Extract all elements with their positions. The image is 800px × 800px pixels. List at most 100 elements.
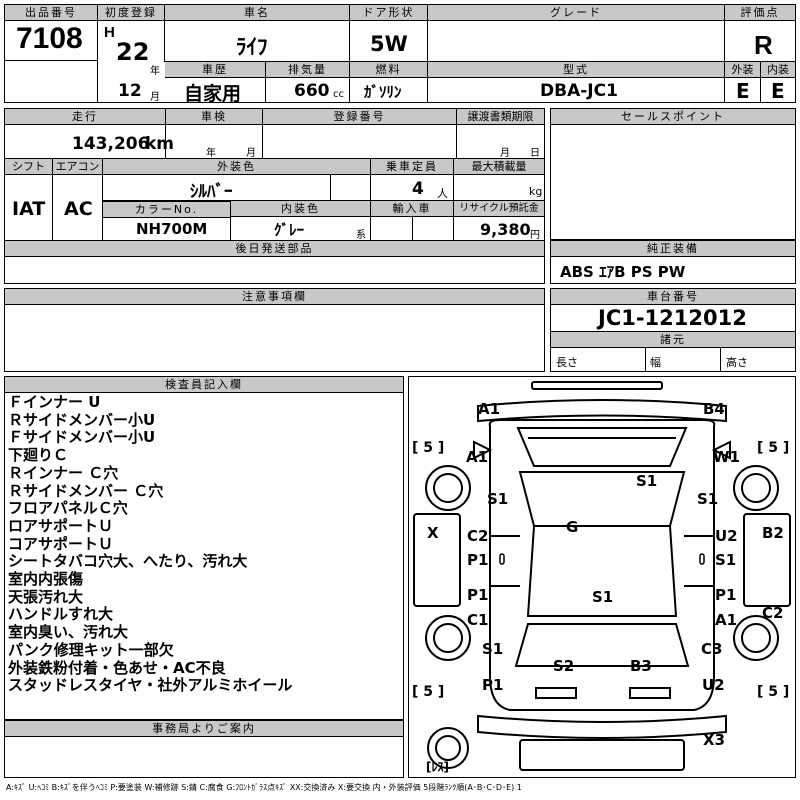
insp-year-unit: 年 [206, 148, 216, 159]
damage-code-s1-right2: S1 [715, 551, 737, 569]
header-specs: 諸元 [551, 332, 795, 348]
tire-rear-left: [ 5 ] [412, 684, 445, 700]
header-seating: 乗車定員 [371, 159, 453, 175]
damage-code-w1-right: W1 [713, 448, 740, 466]
height-label: 高さ [726, 356, 748, 369]
header-inspection: 車検 [166, 109, 262, 125]
inspector-note: Ｆインナー U [8, 393, 101, 411]
recycle-value: 9,380 [480, 220, 531, 239]
damage-code-s2-bottom: S2 [553, 657, 575, 675]
genuine-equipment-value: ABS ｴｱB PS PW [560, 263, 686, 281]
header-grade: グレード [428, 5, 724, 21]
year-unit: 年 [150, 66, 160, 77]
header-car-name: 車名 [165, 5, 349, 21]
car-name: ﾗｲﾌ [236, 35, 268, 59]
damage-code-a1-left: A1 [466, 448, 489, 466]
damage-code-x-left: X [427, 524, 439, 542]
inspector-note: Ｆサイドメンバー小U [8, 428, 156, 447]
shift-value: IAT [12, 198, 46, 220]
header-door: ドア形状 [350, 5, 427, 21]
damage-code-b3-bottom: B3 [630, 657, 652, 675]
insp-month-unit: 月 [246, 148, 256, 159]
sales-point-box [550, 108, 796, 240]
month-unit: 月 [150, 92, 160, 103]
header-inspector: 検査員記入欄 [5, 377, 403, 393]
damage-code-a1-top: A1 [478, 400, 501, 418]
damage-code-p1-right: P1 [715, 586, 737, 604]
width-label: 幅 [650, 356, 661, 369]
era-letter: H [104, 24, 115, 41]
legend-text: A:ｷｽﾞ U:ﾍｺﾐ B:ｷｽﾞを伴うﾍｺﾐ P:要塗装 W:補修跡 S:錆 … [6, 783, 522, 792]
inspector-box [4, 376, 404, 720]
header-recycle: リサイクル預託金 [454, 201, 544, 217]
color-no-value: NH700M [136, 220, 208, 238]
header-mileage: 走行 [5, 109, 165, 125]
damage-code-p1-bottom: P1 [482, 676, 504, 694]
inspector-note: シートタバコ穴大、へたり、汚れ大 [8, 552, 248, 571]
header-int-color: 内装色 [231, 201, 370, 217]
damage-code-g-center: G [566, 518, 579, 536]
max-load-unit: kg [529, 185, 543, 198]
tire-front-left: [ 5 ] [412, 440, 445, 456]
damage-code-a1-right: A1 [715, 611, 738, 629]
header-ac: エアコン [53, 159, 102, 175]
inspector-note: Ｒインナー Ｃ穴 [8, 463, 119, 482]
header-interior: 内装 [761, 62, 795, 78]
inspector-note: Ｒサイドメンバー Ｃ穴 [8, 481, 164, 500]
header-exterior: 外装 [725, 62, 760, 78]
fuel-type: ｶﾞｿﾘﾝ [364, 83, 402, 101]
seating-value: 4 [412, 179, 424, 199]
inspector-note: パンク修理キット一部欠 [8, 640, 174, 659]
int-color-value: ｸﾞﾚｰ [274, 221, 305, 239]
inspector-note: フロアパネルＣ穴 [8, 499, 128, 518]
length-label: 長さ [556, 356, 578, 369]
damage-code-s1-center: S1 [636, 472, 658, 490]
inspector-note: ロアサポートＵ [8, 516, 114, 535]
header-notes: 注意事項欄 [5, 289, 544, 305]
damage-code-c2-left: C2 [467, 527, 489, 545]
header-later-parts: 後日発送部品 [5, 241, 544, 257]
inspector-note: 天張汚れ大 [8, 587, 84, 606]
damage-code-s1-left3: S1 [482, 640, 504, 658]
interior-score: E [771, 79, 785, 103]
cc-unit: cc [333, 89, 344, 100]
header-lot-no: 出品番号 [5, 5, 97, 21]
inspector-note: ハンドルすれ大 [8, 605, 114, 624]
seating-unit: 人 [437, 187, 448, 200]
exterior-score: E [736, 79, 750, 103]
damage-code-s1-mid: S1 [592, 588, 614, 606]
header-ext-color: 外装色 [103, 159, 370, 175]
displacement-value: 660 [294, 81, 330, 101]
inspector-note: 下廻りＣ [8, 446, 69, 465]
spare-tire: [ﾚｽ] [426, 760, 449, 774]
header-transfer-deadline: 譲渡書類期限 [457, 109, 544, 125]
overall-score: R [754, 30, 773, 60]
inspector-note: 室内内張傷 [8, 570, 84, 588]
damage-code-u2-bottom: U2 [702, 676, 725, 694]
inspector-note: コアサポートＵ [8, 534, 114, 553]
damage-code-b2-right: B2 [762, 524, 784, 542]
recycle-unit: 円 [530, 230, 540, 241]
lot-number: 7108 [16, 22, 83, 55]
chassis-number: JC1-1212012 [598, 306, 747, 330]
header-displacement: 排気量 [266, 62, 349, 78]
int-color-suffix: 系 [356, 230, 366, 241]
header-first-reg: 初度登録 [98, 5, 164, 21]
header-max-load: 最大積載量 [454, 159, 544, 175]
door-type: 5W [370, 32, 408, 56]
car-diagram [413, 381, 791, 771]
reg-month: 12 [118, 81, 142, 101]
model-code: DBA-JC1 [540, 81, 618, 101]
header-chassis-no: 車台番号 [551, 289, 795, 305]
damage-code-p1-left1: P1 [467, 551, 489, 569]
inspector-note: Ｒサイドメンバー小U [8, 410, 156, 429]
car-history: 自家用 [184, 83, 242, 105]
reg-year: 22 [116, 38, 150, 66]
header-sales-points: セールスポイント [551, 109, 795, 125]
tire-rear-right: [ 5 ] [757, 684, 790, 700]
damage-code-c2-right: C2 [762, 604, 784, 622]
header-import: 輸入車 [371, 201, 453, 217]
ac-value: AC [64, 198, 93, 220]
damage-code-x3-bottom: X3 [703, 731, 726, 749]
header-score: 評価点 [725, 5, 795, 21]
